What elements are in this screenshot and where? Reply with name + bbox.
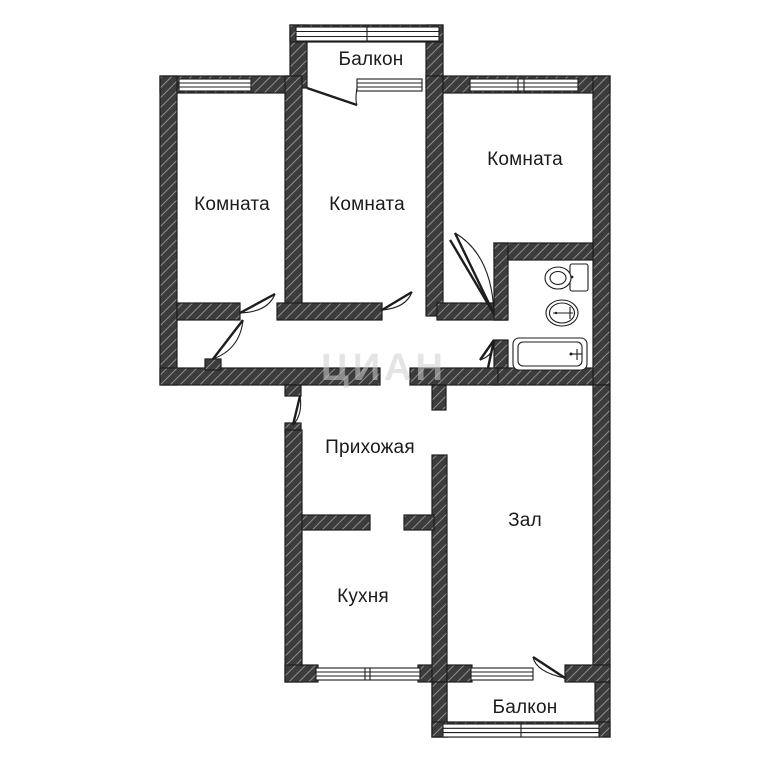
wall-room-left-bottom [176,302,241,321]
wall-hallway-top-left [159,367,381,386]
door-hall-left [212,319,244,360]
wall-right-exterior-lower [592,384,611,668]
window-kuhnya [315,667,421,681]
doors-group [212,86,566,680]
wall-prihozhaya-kuhnya-divider [301,514,371,531]
room-label-balkon-top: Балкон [339,49,404,70]
window-komnata-left [178,78,252,92]
watermark: ЦИАН [321,347,447,389]
door-room-middle [381,290,413,312]
room-label-prihozhaya: Прихожая [325,437,415,458]
wall-hallway-top-right [409,367,499,386]
room-label-komnata-middle: Комната [329,194,405,215]
door-room-left [239,292,276,315]
room-label-zal: Зал [508,510,542,531]
door-bathroom [479,339,496,369]
door-balcony-top [306,86,358,107]
door-room-right [449,232,496,315]
wall-door-stub-left [204,358,222,371]
wall-door-stub-hall-top [284,384,302,397]
wall-right-exterior-top [592,75,611,386]
wall-kuhnya-bottom-left [284,664,319,683]
room-label-balkon-bottom: Балкон [493,697,558,718]
toilet-fixture [544,263,589,292]
window-zal [470,667,534,681]
window-komnata-mid [356,78,423,92]
wall-prihozhaya-zal-divider [403,514,435,531]
door-balcony-bottom [532,655,566,680]
fixtures-group [512,263,589,371]
bathtub-fixture [512,337,588,371]
wall-bathroom-left-upper [493,242,509,321]
room-labels-group: Комната Комната Комната Балкон Прихожая … [194,49,563,718]
room-label-kuhnya: Кухня [337,586,389,607]
window-komnata-right [469,78,579,92]
wall-hallway-stub-t [431,384,447,411]
window-balkon-bot [442,723,600,738]
window-balkon-top [295,26,440,42]
room-label-komnata-left: Комната [194,194,270,215]
wall-partition-room-middle-right [425,75,444,317]
wall-room-middle-bottom [276,302,383,321]
wall-bathroom-top [493,242,594,261]
wall-left-exterior-lower [284,429,303,683]
wall-left-exterior [159,75,178,386]
wall-partition-room-left-middle [284,75,303,313]
door-hallway [291,395,302,426]
wall-zal-bottom-left [446,664,473,683]
sink-fixture [545,299,579,327]
windows-group [178,26,600,738]
room-label-komnata-right: Комната [487,149,563,170]
wall-zal-bottom-right [564,664,611,683]
